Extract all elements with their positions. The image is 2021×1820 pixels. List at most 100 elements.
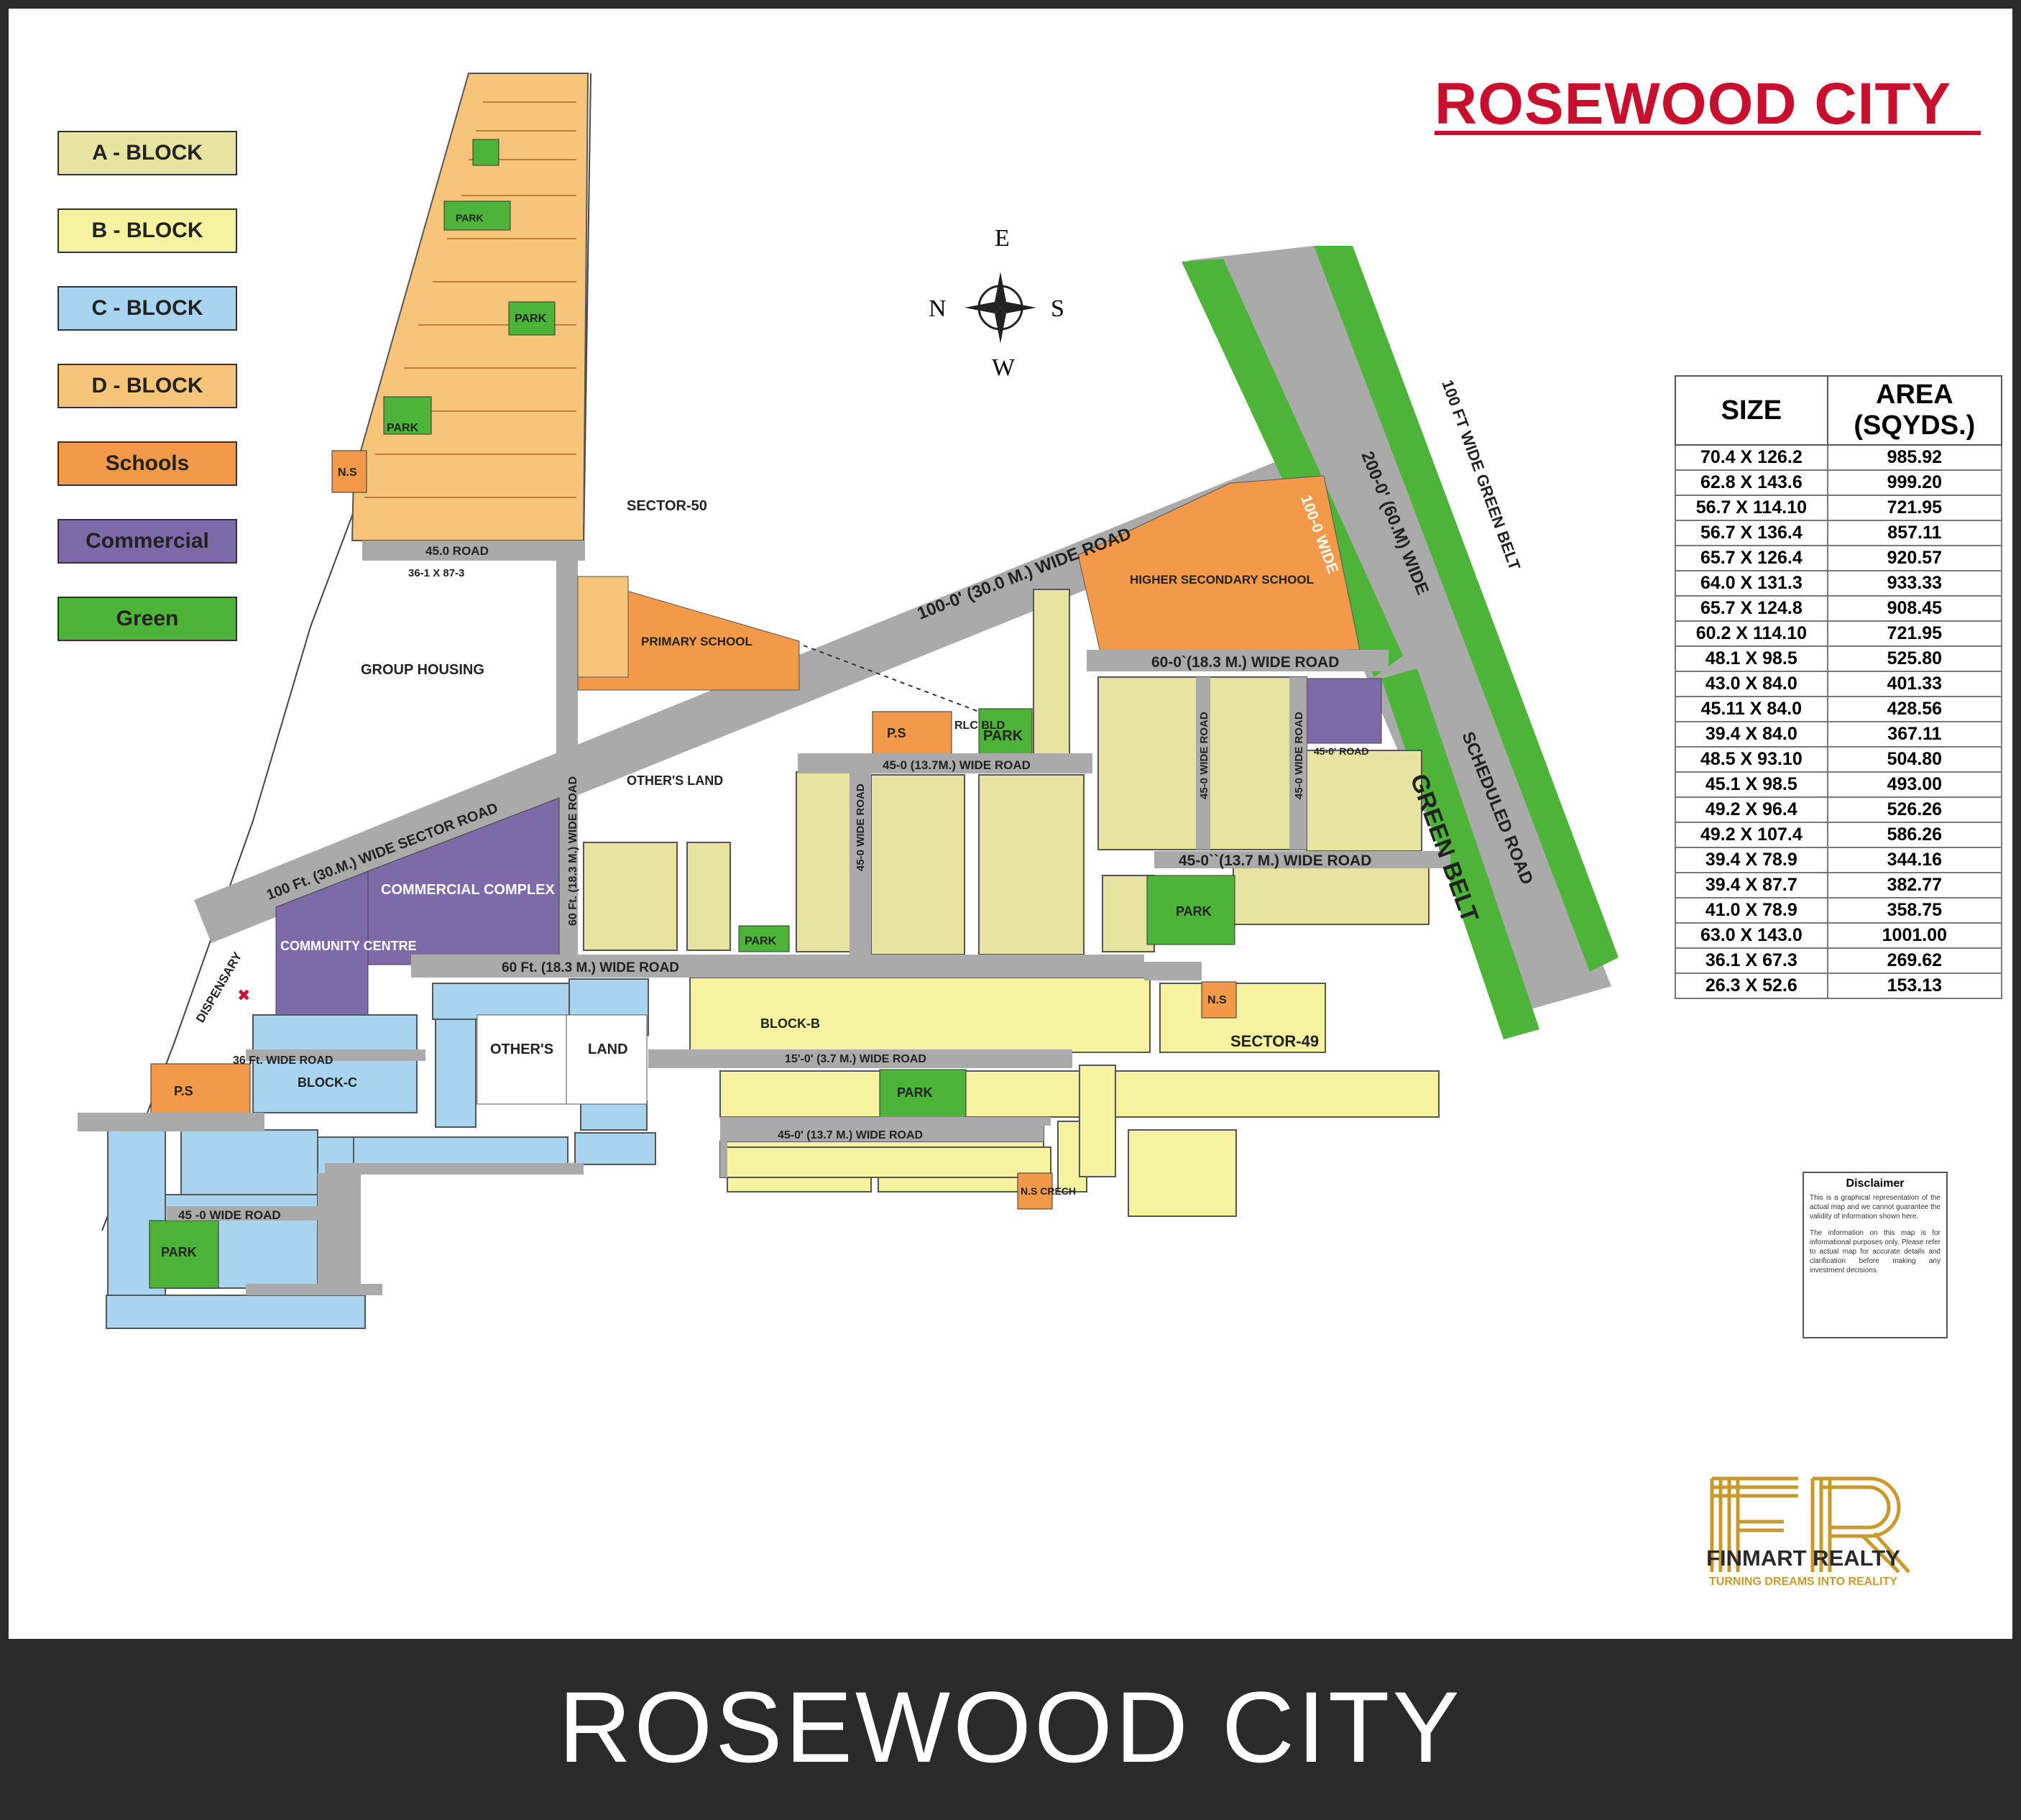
label-commercial-complex: COMMERCIAL COMPLEX [381, 882, 556, 898]
label-commercial-road: 45-0' ROAD [1314, 745, 1368, 757]
area-cell: 382.77 [1826, 872, 2003, 898]
compass-rose [965, 272, 1036, 344]
label-rlc: RLC BLD [954, 720, 1005, 732]
label-road-45-top: 45.0 ROAD [425, 544, 489, 558]
area-cell: 269.62 [1826, 947, 2003, 974]
size-cell: 48.5 X 93.10 [1675, 746, 1828, 773]
area-cell: 721.95 [1826, 495, 2003, 521]
dispensary-cross-icon: ✖ [237, 986, 250, 1004]
finmart-logo-icon [1710, 1476, 1910, 1573]
park-a2 [1146, 875, 1235, 945]
legend-c-block: C - BLOCK [57, 286, 237, 331]
label-community-centre: COMMUNITY CENTRE [280, 939, 417, 953]
road-45-top [362, 541, 585, 561]
plots-d-small [577, 576, 629, 678]
size-cell: 60.2 X 114.10 [1675, 620, 1828, 647]
area-header-line1: AREA [1876, 380, 1953, 410]
area-cell: 504.80 [1826, 746, 2003, 773]
size-cell: 49.2 X 107.4 [1675, 822, 1828, 848]
a-block-plots [583, 589, 1430, 955]
label-ns-crech: N.S CRECH [1021, 1185, 1076, 1197]
label-park-d3: PARK [515, 313, 547, 325]
compass-east: E [995, 225, 1010, 252]
size-cell: 63.0 X 143.0 [1675, 922, 1828, 949]
label-road-45-d: 45-0 WIDE ROAD [1293, 712, 1305, 799]
label-road-45-v1: 45-0 WIDE ROAD [855, 783, 867, 871]
area-cell: 401.33 [1826, 671, 2003, 697]
label-road-45-b: 45-0``(13.7 M.) WIDE ROAD [1179, 852, 1371, 869]
label-dim-36: 36-1 X 87-3 [408, 567, 464, 579]
park-b [879, 1069, 967, 1122]
size-cell: 56.7 X 136.4 [1675, 520, 1828, 546]
site-plan-map: E W N S SECTOR-50 SECTOR-49 GROUP HOUSIN… [78, 73, 1619, 1329]
size-cell: 49.2 X 96.4 [1675, 796, 1828, 823]
park-d1 [472, 139, 500, 166]
ps-c [150, 1063, 251, 1116]
park-d3 [508, 301, 556, 336]
legend-schools: Schools [57, 441, 237, 486]
size-cell: 62.8 X 143.6 [1675, 469, 1828, 496]
area-cell: 586.26 [1826, 822, 2003, 848]
area-cell: 493.00 [1826, 771, 2003, 798]
ns-d-area [331, 450, 367, 493]
road-100-diagonal [194, 440, 1347, 943]
size-cell: 48.1 X 98.5 [1675, 645, 1828, 672]
area-cell: 999.20 [1826, 469, 2003, 496]
label-park-a3: PARK [745, 935, 777, 947]
size-cell: 64.0 X 131.3 [1675, 570, 1828, 597]
others-land-box [477, 1014, 648, 1105]
label-others: OTHER'S [490, 1042, 553, 1057]
label-road-15: 15'-0' (3.7 M.) WIDE ROAD [785, 1053, 926, 1065]
label-road-60-a: 60-0`(18.3 M.) WIDE ROAD [1151, 654, 1339, 671]
commercial-complex-small [1306, 678, 1382, 744]
legend-green: Green [57, 597, 237, 641]
park-a3 [738, 925, 790, 952]
label-land: LAND [588, 1042, 628, 1057]
footer-bar [0, 1639, 2021, 1820]
area-cell: 525.80 [1826, 645, 2003, 672]
dashed-boundary [803, 645, 980, 712]
ns-crech [1017, 1172, 1053, 1210]
area-header: AREA(SQYDS.) [1826, 375, 2003, 446]
label-park-a1: PARK [983, 728, 1023, 744]
label-group-housing: GROUP HOUSING [361, 662, 484, 678]
size-cell: 26.3 X 52.6 [1675, 973, 1828, 999]
size-cell: 36.1 X 67.3 [1675, 947, 1828, 974]
label-sector-49: SECTOR-49 [1230, 1032, 1319, 1050]
size-cell: 65.7 X 124.8 [1675, 595, 1828, 622]
area-cell: 1001.00 [1826, 922, 2003, 949]
b-block-plots [689, 977, 1440, 1217]
park-c [149, 1220, 219, 1289]
label-sector-50: SECTOR-50 [627, 498, 707, 514]
area-cell: 920.57 [1826, 545, 2003, 571]
label-primary-school: PRIMARY SCHOOL [641, 635, 752, 648]
area-cell: 153.13 [1826, 973, 2003, 999]
ns-b-area [1201, 981, 1237, 1019]
area-cell: 908.45 [1826, 595, 2003, 622]
brand-title: ROSEWOOD CITY [1435, 71, 1952, 137]
area-cell: 985.92 [1826, 444, 2003, 471]
local-roads [78, 650, 1450, 1295]
size-table-header: SIZE AREA(SQYDS.) [1675, 375, 2003, 446]
logo-tagline: TURNING DREAMS INTO REALITY [1709, 1576, 1897, 1588]
disclaimer-text-1: This is a graphical representation of th… [1810, 1194, 1941, 1221]
size-cell: 70.4 X 126.2 [1675, 444, 1828, 471]
logo-name: FINMART REALTY [1706, 1545, 1900, 1571]
disclaimer-title: Disclaimer [1846, 1177, 1905, 1190]
park-d4 [383, 396, 432, 435]
park-d2 [443, 201, 511, 231]
label-road-36: 36 Ft. WIDE ROAD [233, 1054, 333, 1067]
label-park-d2: PARK [456, 212, 484, 224]
